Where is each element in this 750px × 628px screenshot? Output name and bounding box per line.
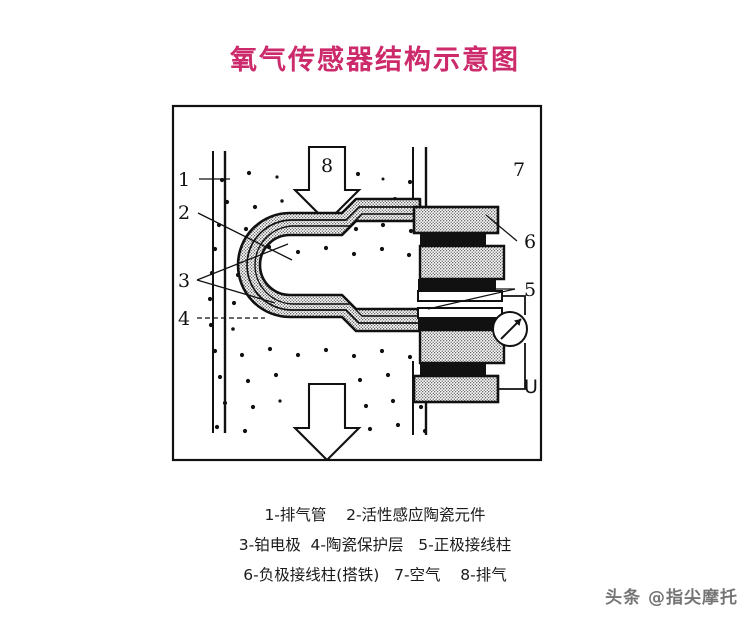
callout-5: 5 bbox=[524, 279, 536, 301]
terminal-bar-upper-mid bbox=[418, 279, 496, 291]
callout-4: 4 bbox=[178, 308, 190, 330]
callout-8: 8 bbox=[321, 155, 333, 177]
callout-leaders bbox=[196, 178, 518, 319]
callout-2: 2 bbox=[178, 202, 190, 224]
exhaust-pipe-left-wall bbox=[212, 151, 227, 433]
exhaust-inflow-arrow bbox=[292, 145, 362, 224]
legend: 1-排气管 2-活性感应陶瓷元件 3-铂电极 4-陶瓷保护层 5-正极接线柱 6… bbox=[0, 500, 750, 590]
terminal-bar-bottom bbox=[420, 363, 486, 376]
page-title: 氧气传感器结构示意图 bbox=[230, 45, 520, 76]
legend-line-3: 6-负极接线柱(搭铁) 7-空气 8-排气 bbox=[243, 566, 507, 584]
voltage-label: U bbox=[524, 376, 538, 398]
terminal-bar-lower-mid bbox=[418, 318, 496, 330]
sensor-upper-arm bbox=[418, 244, 506, 281]
callout-6: 6 bbox=[524, 231, 536, 253]
callout-3: 3 bbox=[178, 270, 190, 292]
terminal-block-bottom bbox=[412, 374, 500, 404]
legend-line-2: 3-铂电极 4-陶瓷保护层 5-正极接线柱 bbox=[238, 536, 512, 554]
terminal-block-top bbox=[412, 205, 500, 235]
positive-terminal-plate-lower bbox=[417, 307, 503, 319]
voltmeter-gauge bbox=[492, 311, 528, 347]
callout-7: 7 bbox=[513, 159, 525, 181]
voltmeter-circuit bbox=[498, 295, 526, 390]
exhaust-outflow-arrow bbox=[292, 382, 362, 460]
legend-line-1: 1-排气管 2-活性感应陶瓷元件 bbox=[264, 506, 486, 524]
sensor-diagram: 8 bbox=[170, 103, 544, 463]
sensor-lower-arm bbox=[418, 328, 506, 365]
sensor-nested-contours bbox=[246, 206, 420, 324]
callout-1: 1 bbox=[178, 169, 190, 191]
positive-terminal-plate-upper bbox=[417, 290, 503, 302]
terminal-bar-top bbox=[420, 233, 486, 246]
watermark: 头条 @指尖摩托 bbox=[605, 588, 738, 608]
